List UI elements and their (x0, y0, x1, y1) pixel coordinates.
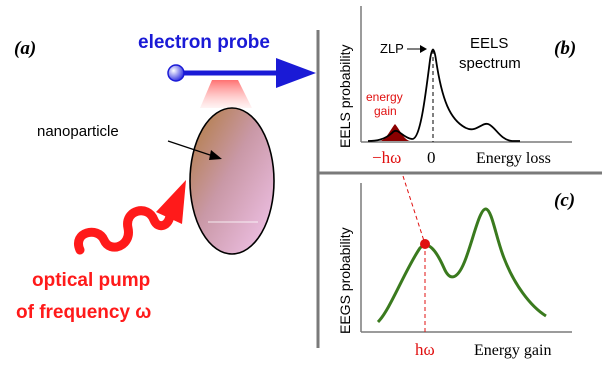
nanoparticle-label: nanoparticle (37, 123, 119, 140)
electron-probe-arrowhead (276, 58, 316, 88)
panel-label-b: (b) (554, 38, 576, 59)
optical-pump-label-2: of frequency ω (16, 302, 151, 323)
eels-zlp-pointer-head (420, 45, 427, 53)
energy-gain-label-2: gain (374, 104, 397, 118)
eegs-x-label: Energy gain (474, 342, 551, 359)
eels-tick-zero: 0 (427, 148, 436, 167)
eegs-hw-point (420, 239, 430, 249)
optical-pump-arrowhead (156, 180, 186, 224)
optical-pump-wave (74, 206, 175, 255)
electron-probe-label: electron probe (138, 32, 270, 53)
eels-y-label: EELS probability (337, 44, 353, 148)
eels-spectrum-label-2: spectrum (459, 55, 521, 72)
nanoparticle-pointer-head (209, 150, 222, 160)
eels-x-label: Energy loss (476, 150, 551, 167)
eegs-spectrum-curve (376, 207, 547, 324)
eels-tick-minus-hw: −hω (372, 148, 401, 167)
eegs-y-label: EEGS probability (337, 227, 353, 334)
probe-interaction-glow (200, 80, 252, 108)
panel-label-c: (c) (554, 190, 575, 211)
eegs-tick-hw: hω (415, 340, 435, 359)
panel-label-a: (a) (14, 38, 36, 59)
eels-zlp-label: ZLP (380, 41, 404, 56)
gain-connector-line (402, 175, 426, 245)
nanoparticle-ellipse (189, 107, 275, 255)
eels-spectrum-curve (367, 48, 520, 142)
electron-probe-source (167, 64, 185, 82)
optical-pump-label-1: optical pump (32, 270, 150, 291)
eels-spectrum-label-1: EELS (470, 35, 508, 52)
energy-gain-label-1: energy (366, 90, 403, 104)
